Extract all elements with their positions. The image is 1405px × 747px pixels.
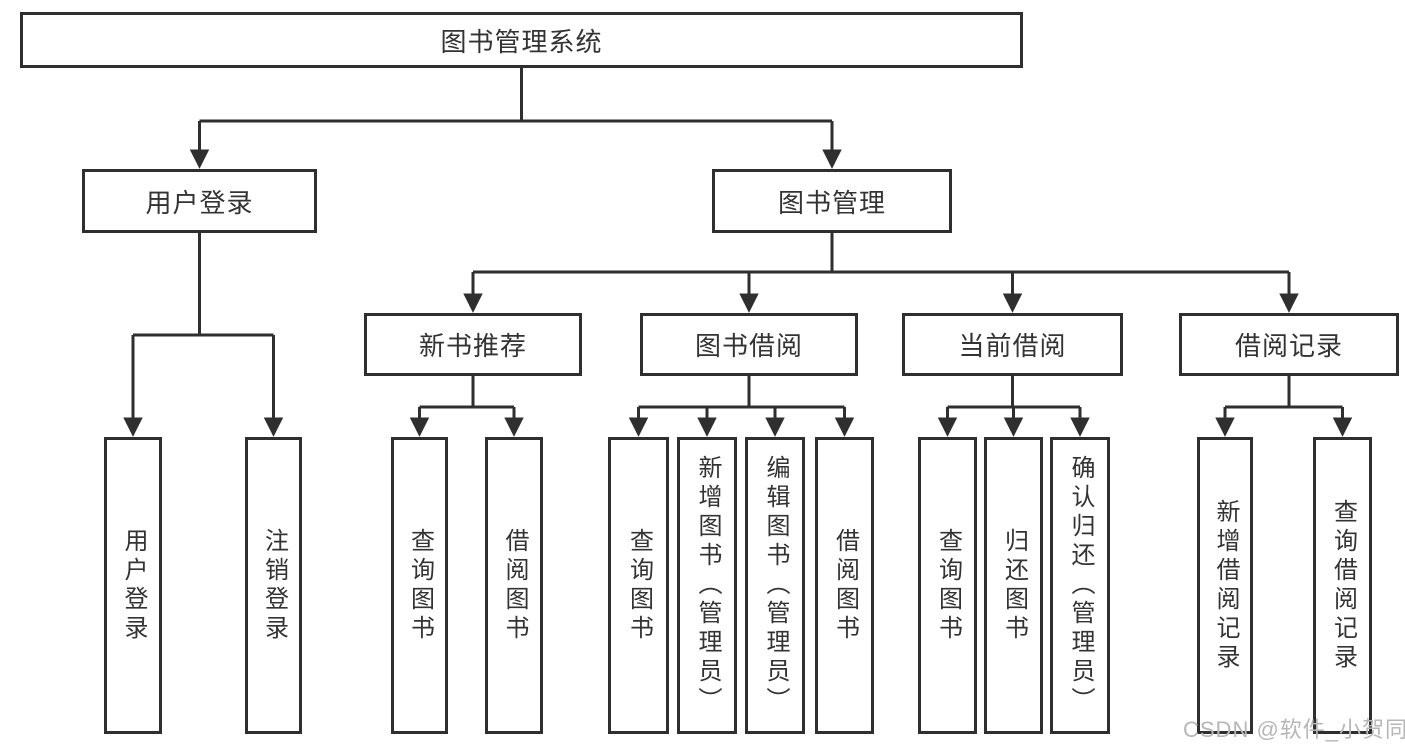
edges-book-borrow-children [628,376,855,437]
leaf-logout: 注销登录 [245,437,302,734]
node-current-borrow: 当前借阅 [902,313,1123,376]
edges-current-borrow-children [937,376,1090,437]
leaf-borrow-borrow-books: 借阅图书 [815,437,874,734]
edges-root-to-level2 [189,68,842,169]
leaf-current-return-books: 归还图书 [984,437,1043,734]
leaf-newbook-query-books: 查询图书 [391,437,448,734]
csdn-watermark: CSDN @软件_小贺同学 [1183,717,1405,742]
leaf-borrow-edit-books-admin: 编辑图书（管理员） [745,437,805,734]
leaf-current-confirm-return-admin: 确认归还（管理员） [1050,437,1110,734]
leaf-records-query-record: 查询借阅记录 [1313,437,1372,734]
leaf-borrow-query-books: 查询图书 [608,437,669,734]
node-root-system: 图书管理系统 [20,12,1023,68]
node-book-management: 图书管理 [712,169,952,233]
leaf-borrow-add-books-admin: 新增图书（管理员） [677,437,737,734]
edges-borrow-records-children [1215,376,1353,437]
node-borrow-records: 借阅记录 [1179,313,1399,376]
node-new-book-recommend: 新书推荐 [364,313,582,376]
leaf-records-add-record: 新增借阅记录 [1197,437,1253,734]
node-user-login: 用户登录 [82,169,317,233]
leaf-user-login: 用户登录 [104,437,162,734]
edges-new-book-rec-children [409,376,524,437]
leaf-current-query-books: 查询图书 [918,437,977,734]
edges-book-mgmt-children [463,233,1299,313]
leaf-newbook-borrow-books: 借阅图书 [485,437,543,734]
node-book-borrow: 图书借阅 [640,313,858,376]
edges-user-login-children [123,233,284,437]
